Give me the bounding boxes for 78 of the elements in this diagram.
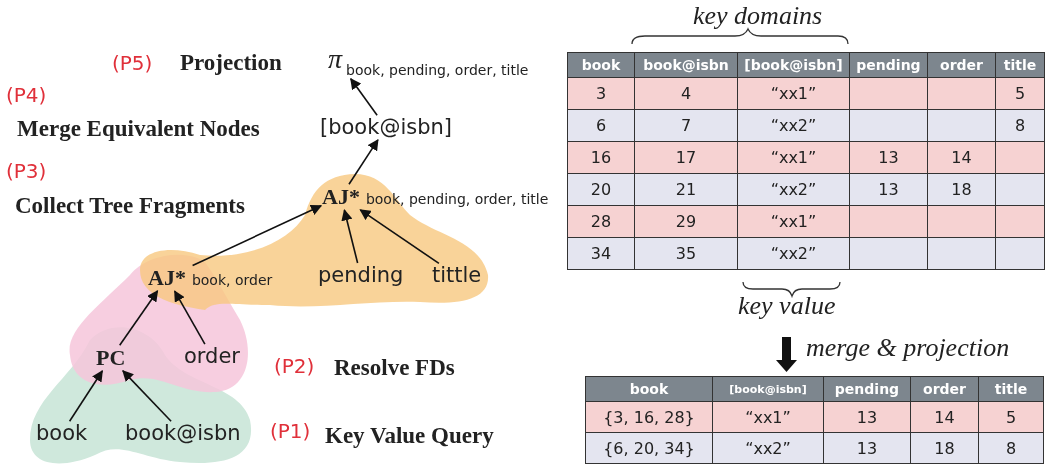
operation-label: merge & projection [806,334,1010,363]
arrow [359,209,440,265]
step-label: (P3) [6,160,47,182]
table-cell: 5 [995,77,1045,110]
operator-label: AJ* [148,265,186,290]
table-cell: 35 [634,237,738,270]
header-cell: pending [849,52,928,78]
table-cell: 13 [849,173,928,206]
table-cell: {6, 20, 34} [585,432,713,464]
node-label: tittle [432,264,482,288]
table-cell: 4 [634,77,738,110]
table-cell: 17 [634,141,738,174]
table-cell: 13 [823,432,911,464]
operator-label: AJ* [322,184,360,209]
table-cell: “xx2” [737,109,850,142]
table-cell: “xx1” [737,77,850,110]
table-cell: 5 [978,401,1044,433]
table-cell: 8 [995,109,1045,142]
step-label: (P2) [274,355,315,377]
arrow [118,290,159,346]
step-title: Collect Tree Fragments [15,193,245,219]
arrow [191,204,323,267]
table-cell: 13 [823,401,911,433]
step-title: Merge Equivalent Nodes [17,116,260,142]
brace-label: key value [738,292,836,321]
brace-label: key domains [693,2,823,31]
node-label: [book@isbn] [320,116,452,140]
step-label: (P4) [6,84,47,106]
arrow [122,370,172,423]
table-cell: “xx1” [737,205,850,238]
arrow [68,370,104,422]
table-cell: “xx1” [712,401,824,433]
header-cell: order [910,376,979,402]
table-cell: 18 [927,173,996,206]
table-cell: 14 [910,401,979,433]
step-label: (P5) [112,52,153,74]
table-cell: 3 [567,77,635,110]
table-cell: “xx2” [712,432,824,464]
table-cell: 20 [567,173,635,206]
header-cell: title [995,52,1045,78]
header-cell: book@isbn [634,52,738,78]
node-label: book [36,422,88,446]
arrow [173,290,206,345]
step-label: (P1) [270,420,311,442]
table-cell: “xx2” [737,173,850,206]
arrow [350,77,378,116]
projection-operator: π$_{book, pending, order, title}$ [328,44,529,78]
step-title: Key Value Query [325,423,494,449]
node-label: order [184,345,240,369]
step-title: Resolve FDs [334,355,455,381]
table-cell: 29 [634,205,738,238]
table-cell: {3, 16, 28} [585,401,713,433]
table-cell: 13 [849,141,928,174]
table-cell: 16 [567,141,635,174]
table-cell: 21 [634,173,738,206]
header-cell: book [585,376,713,402]
operator-label: PC [96,346,126,371]
step-title: Projection [180,50,282,76]
node-label: book@isbn [125,422,241,446]
header-cell: order [927,52,996,78]
table-cell: 6 [567,109,635,142]
table-cell: 18 [910,432,979,464]
node-label: pending [318,264,404,288]
header-cell: [book@isbn] [712,376,824,402]
table-cell: 7 [634,109,738,142]
header-cell: [book@isbn] [737,52,850,78]
table-cell: “xx1” [737,141,850,174]
arrow [341,209,359,264]
table-cell: 14 [927,141,996,174]
header-cell: pending [823,376,911,402]
table-cell: 34 [567,237,635,270]
attribute-list: book, pending, order, title [365,191,549,207]
table-cell: “xx2” [737,237,850,270]
header-cell: book [567,52,635,78]
header-cell: title [978,376,1044,402]
table-cell: 8 [978,432,1044,464]
table-cell: 28 [567,205,635,238]
attribute-list: book, order [191,272,273,288]
